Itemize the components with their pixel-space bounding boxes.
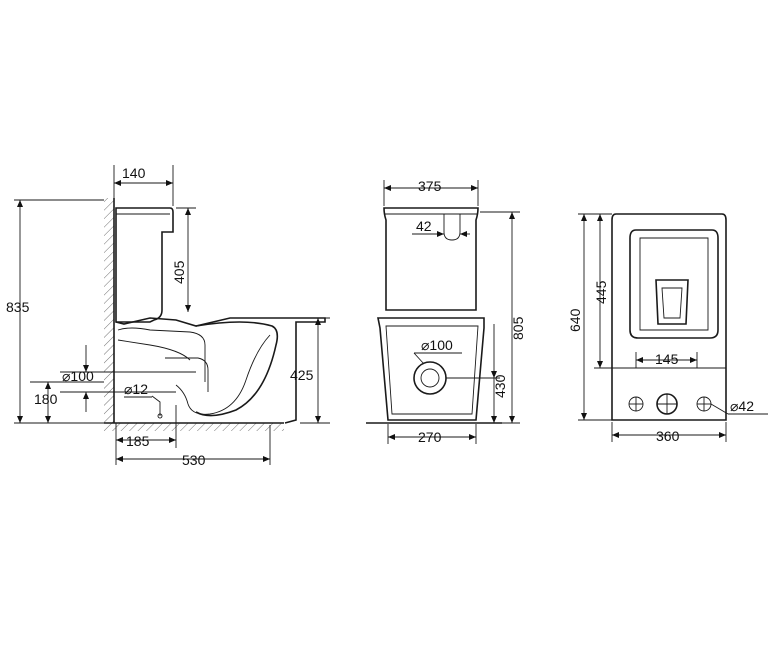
front-outlet — [413, 361, 447, 395]
top-view-dimensions: 640 445 145 ⌀42 360 — [567, 213, 768, 444]
dim-front-outlet-height: 430 — [492, 374, 508, 398]
dim-button: 42 — [416, 218, 432, 234]
dim-front-height: 805 — [510, 316, 526, 340]
dim-base-width: 270 — [418, 429, 442, 445]
dim-width: 360 — [656, 428, 680, 444]
dim-bowl-length: 445 — [593, 280, 609, 304]
dim-total-length: 530 — [182, 452, 206, 468]
side-view — [60, 198, 326, 431]
dim-outlet-offset: 185 — [126, 433, 150, 449]
dim-total-height: 835 — [6, 299, 30, 315]
dim-tank-depth: 140 — [122, 165, 146, 181]
tank-outline — [115, 207, 174, 323]
top-outline — [611, 213, 727, 421]
front-view-dimensions: 375 42 805 ⌀100 430 270 — [383, 178, 526, 445]
dim-front-outlet-diameter: ⌀100 — [421, 337, 453, 353]
bowl-drain — [655, 279, 689, 325]
dim-inlet-diameter: ⌀12 — [124, 381, 148, 397]
dim-length: 640 — [567, 308, 583, 332]
bowl-rim — [629, 229, 719, 339]
top-view — [611, 213, 727, 421]
front-tank — [383, 207, 479, 311]
dim-seat-height: 425 — [290, 367, 314, 383]
front-body — [377, 317, 485, 421]
dim-hole-diameter: ⌀42 — [730, 398, 754, 414]
dim-outlet-height: 180 — [34, 391, 58, 407]
wall-hatch — [104, 198, 114, 423]
side-view-dimensions: 140 405 835 425 ⌀100 180 ⌀12 — [6, 165, 330, 468]
dim-bolt-spacing: 145 — [655, 351, 679, 367]
flush-button — [443, 214, 461, 241]
dim-tank-height: 405 — [171, 260, 187, 284]
floor-hatch — [104, 423, 284, 431]
dim-outlet-diameter: ⌀100 — [62, 368, 94, 384]
front-view — [366, 207, 502, 424]
dim-top-width: 375 — [418, 178, 442, 194]
bowl-outline — [115, 317, 326, 424]
